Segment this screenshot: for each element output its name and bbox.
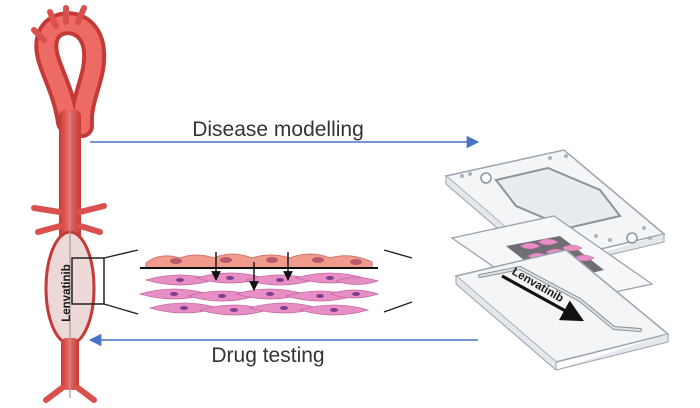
chip-bottom-layer: Lenvatinib [454,249,670,372]
endothelial-layer [145,253,373,269]
drug-flow-arrow [501,274,584,322]
drug-testing-label: Drug testing [211,344,324,367]
smooth-muscle-layer [138,272,380,316]
disease-modelling-label: Disease modelling [192,118,364,141]
exploded-organ-on-chip: Lenvatinib [444,149,670,372]
aorta-illustration: Lenvatinib [31,5,139,403]
zoom-box [71,257,105,305]
aorta-drug-label: Lenvatinib [61,264,73,322]
vascular-tissue-layers [138,249,413,316]
